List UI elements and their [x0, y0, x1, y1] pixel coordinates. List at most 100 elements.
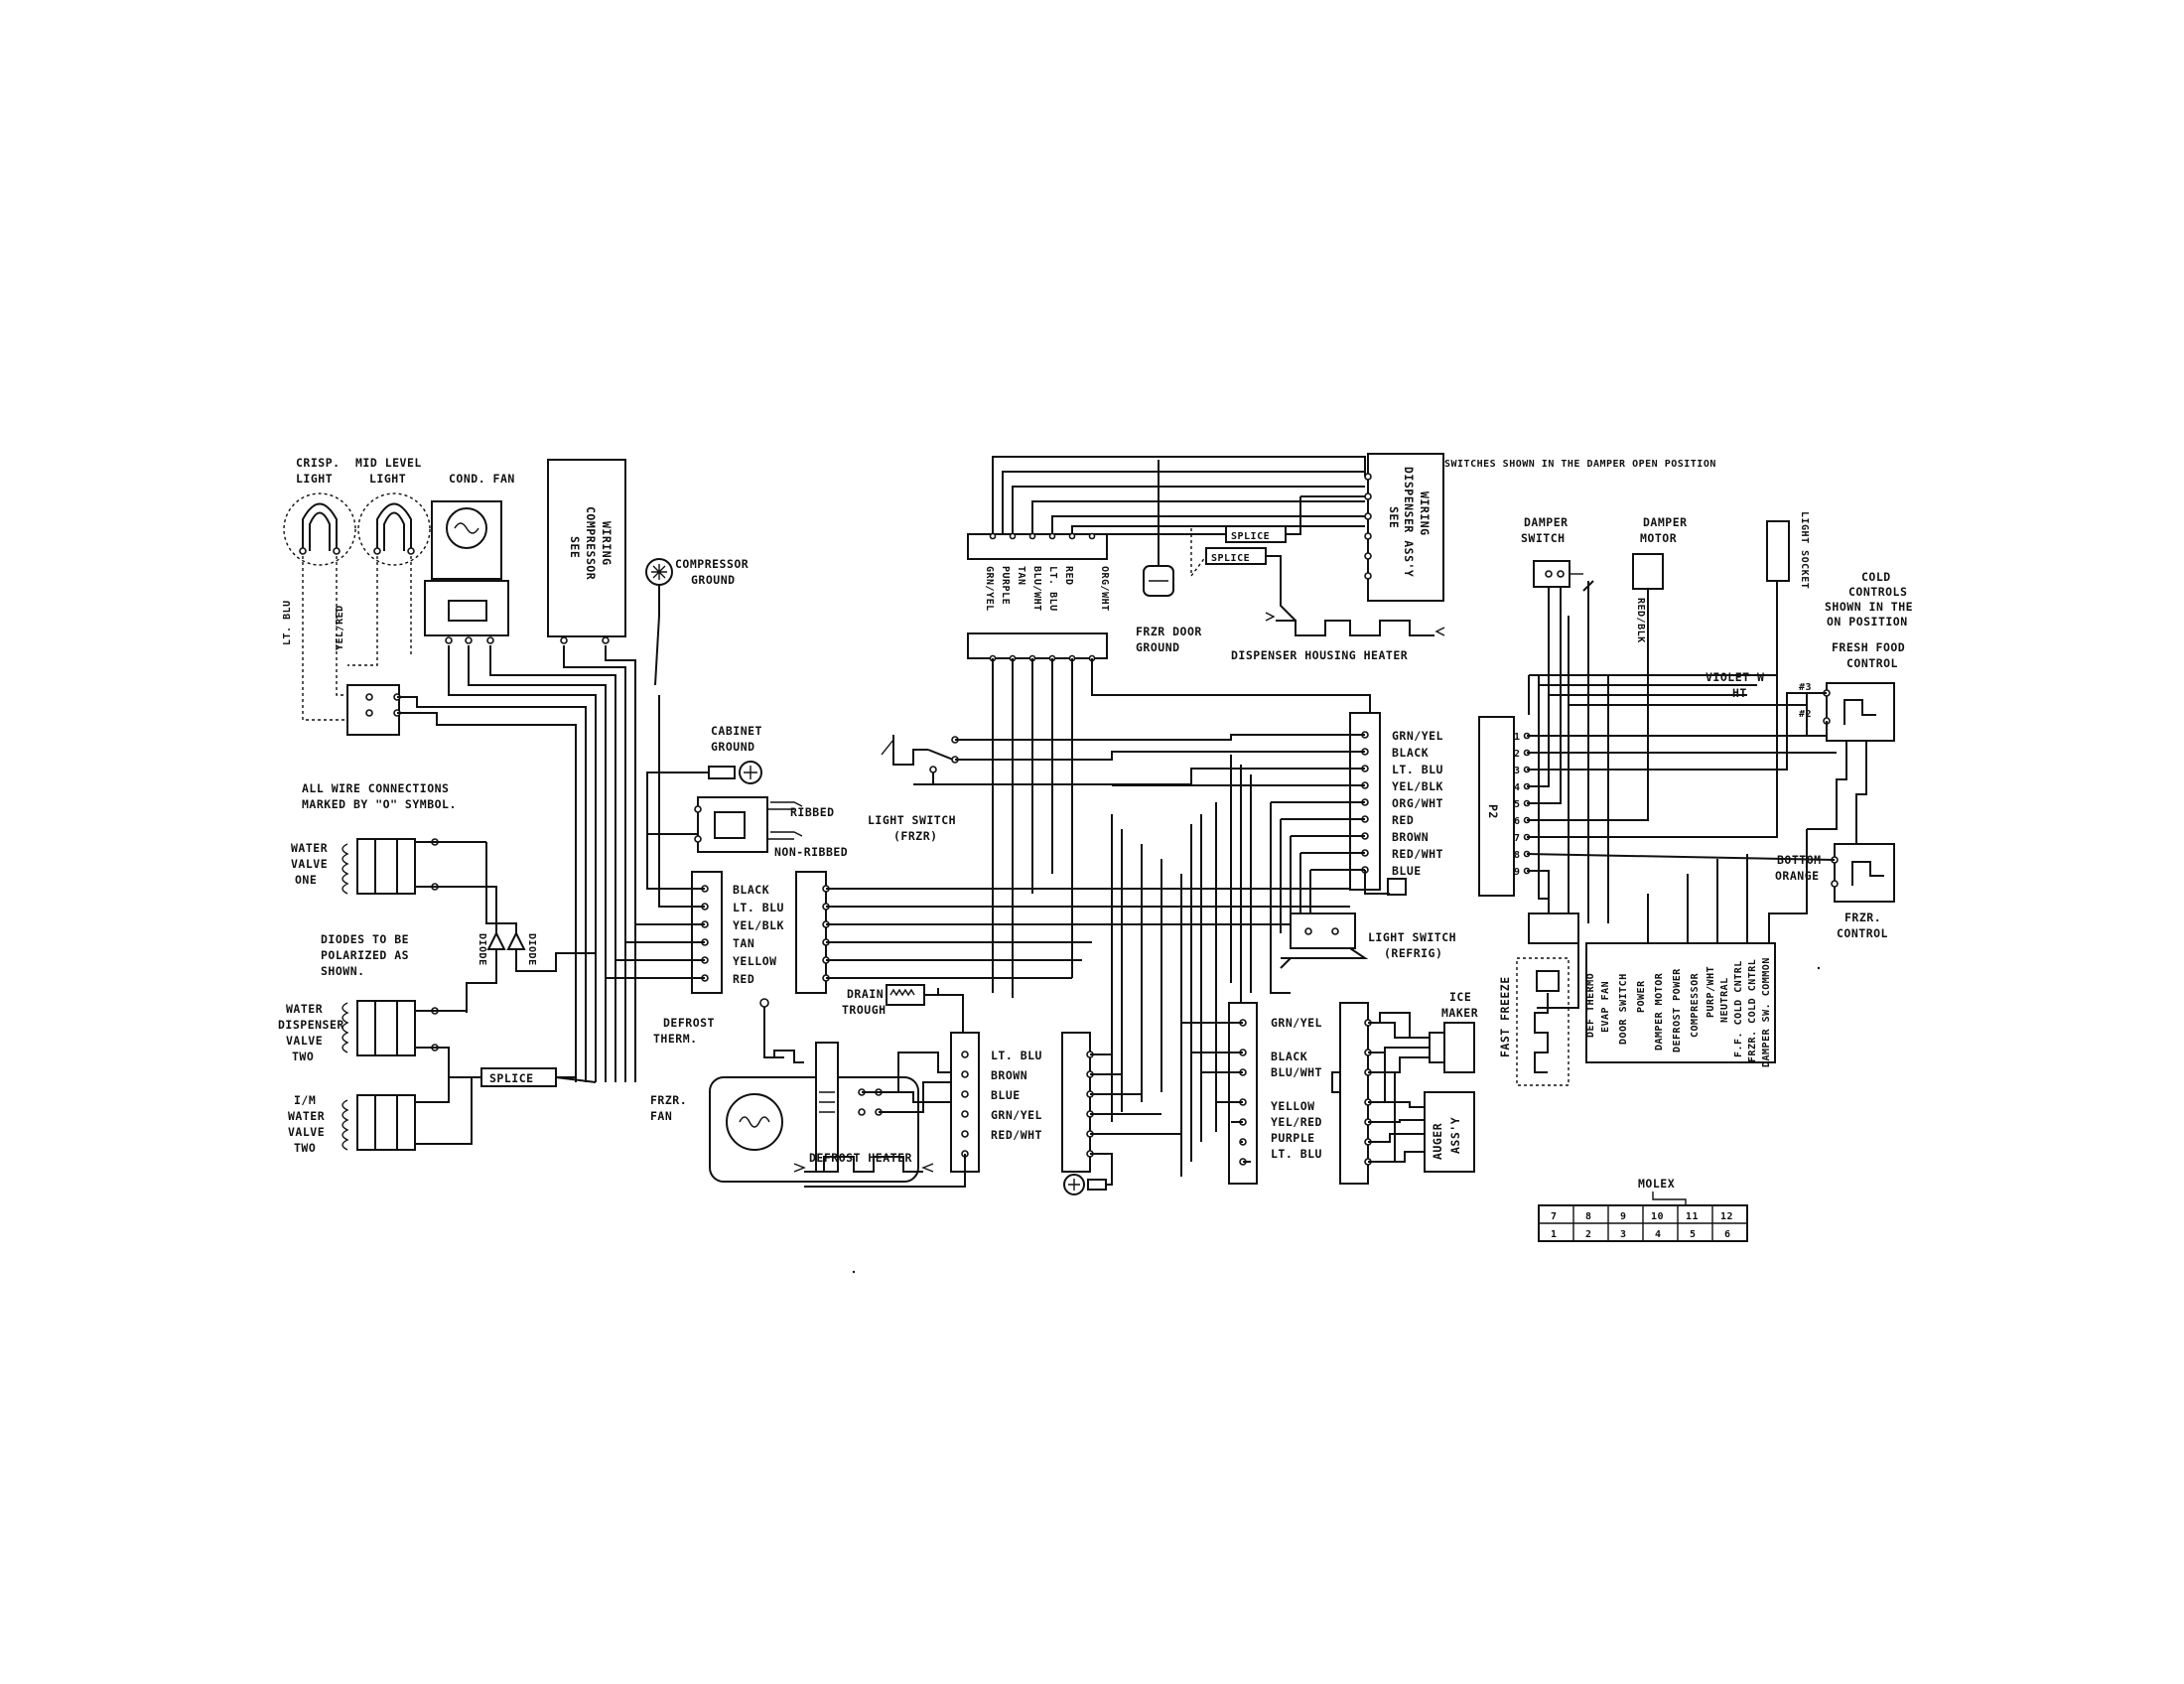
left-harness-plug [691, 871, 723, 994]
dispenser-wiring-box [1367, 453, 1444, 602]
fn-power: POWER [1636, 980, 1647, 1013]
fn-defrost-power: DEFROST POWER [1672, 968, 1683, 1052]
disp-purple: PURPLE [1000, 566, 1011, 605]
water-dispenser-valve-two: WATER DISPENSER VALVE TWO [278, 1000, 467, 1077]
p2-connector [1478, 716, 1515, 897]
fresh-food-control-2: CONTROL [1846, 656, 1898, 670]
main-org-wht: ORG/WHT [1392, 796, 1443, 810]
molex-top-1: 7 [1551, 1211, 1558, 1222]
water-valve-one-3: ONE [295, 873, 317, 887]
light-switch-refrig-1: LIGHT SWITCH [1368, 930, 1456, 944]
main-red: RED [1392, 813, 1414, 827]
splice-left-label: SPLICE [489, 1071, 534, 1085]
dispenser-housing-heater: DISPENSER HOUSING HEATER [1231, 612, 1445, 662]
diodes-note-2: POLARIZED AS [321, 948, 409, 962]
ff-term-2: #2 [1799, 709, 1812, 720]
cabinet-ground-label-1: CABINET [711, 724, 762, 738]
p2-function-block [1585, 942, 1776, 1063]
defrost-heater-label: DEFROST HEATER [809, 1151, 912, 1165]
ice-maker-2: MAKER [1441, 1006, 1478, 1020]
left-harness-black: BLACK [733, 883, 769, 897]
frzr-control: BOTTOM ORANGE FRZR. CONTROL [1775, 843, 1895, 940]
p2-pin-9: 9 [1514, 867, 1521, 878]
mid-level-light: MID LEVEL LIGHT [355, 456, 431, 566]
yel-red-wire-label: YEL/RED [335, 605, 345, 650]
left-harness-lt-blu: LT. BLU [733, 901, 784, 914]
p2-pin-3: 3 [1514, 766, 1521, 776]
frz-lt-blu: LT. BLU [991, 1049, 1042, 1062]
frzr-control-2: CONTROL [1837, 926, 1888, 940]
frzr-door-ground: FRZR DOOR GROUND [1136, 460, 1202, 654]
main-red-wht: RED/WHT [1392, 847, 1443, 861]
fast-freeze-label: FAST FREEZE [1498, 976, 1512, 1057]
main-harness-labels: GRN/YEL BLACK LT. BLU YEL/BLK ORG/WHT RE… [1392, 729, 1443, 878]
lt-blu-wire-label: LT. BLU [282, 600, 293, 645]
switches-note: SWITCHES SHOWN IN THE DAMPER OPEN POSITI… [1444, 459, 1716, 470]
ice-purple: PURPLE [1271, 1131, 1315, 1145]
water-valve-one: WATER VALVE ONE [291, 838, 497, 933]
ice-yel-red: YEL/RED [1271, 1115, 1322, 1129]
ice-blu-wht: BLU/WHT [1271, 1065, 1322, 1079]
frzr-control-1: FRZR. [1844, 911, 1881, 924]
violet-wht-1: VIOLET W [1706, 670, 1764, 684]
diodes-note-3: SHOWN. [321, 964, 365, 978]
wdv-4: TWO [292, 1050, 314, 1063]
auger-assy: AUGER ASS'Y [1368, 1052, 1475, 1173]
wire-note-1: ALL WIRE CONNECTIONS [302, 781, 449, 795]
water-valve-one-1: WATER [291, 841, 328, 855]
main-yel-blk: YEL/BLK [1392, 779, 1443, 793]
see-compressor-2: COMPRESSOR [584, 506, 598, 580]
dispenser-upper-plug [967, 533, 1108, 560]
fn-frzr-cold-cntrl: FRZR. COLD CNTRL [1747, 959, 1758, 1062]
compressor-ground-label-2: GROUND [691, 573, 736, 587]
bottom-orange-2: ORANGE [1775, 869, 1820, 883]
compressor-wiring-box [547, 459, 626, 637]
water-valve-one-2: VALVE [291, 857, 328, 871]
frzr-fan-1: FRZR. [650, 1093, 687, 1107]
crisper-light: CRISP. LIGHT [283, 456, 356, 566]
bottom-ground [1063, 1172, 1113, 1195]
ice-yellow: YELLOW [1271, 1099, 1315, 1113]
imv-4: TWO [294, 1141, 316, 1155]
diodes-note-1: DIODES TO BE [321, 932, 409, 946]
left-harness-labels: BLACK LT. BLU YEL/BLK TAN YELLOW RED [733, 883, 784, 986]
p2-pin-1: 1 [1514, 732, 1521, 743]
disp-grn-yel: GRN/YEL [984, 566, 995, 612]
molex-bot-5: 5 [1690, 1229, 1697, 1240]
fn-compressor: COMPRESSOR [1690, 972, 1701, 1038]
fast-freeze: FAST FREEZE [1498, 957, 1570, 1086]
wdv-3: VALVE [286, 1034, 323, 1048]
wire-note-2: MARKED BY "O" SYMBOL. [302, 797, 457, 811]
p2-function-labels: DEF THERMO EVAP FAN DOOR SWITCH POWER DA… [1585, 957, 1772, 1067]
cabinet-ground-label-2: GROUND [711, 740, 755, 754]
ff-term-3: #3 [1799, 682, 1812, 693]
ice-grn-yel: GRN/YEL [1271, 1016, 1322, 1030]
molex-top-6: 12 [1720, 1211, 1733, 1222]
disp-red: RED [1063, 566, 1074, 586]
ice-maker-1: ICE [1449, 990, 1471, 1004]
freezer-harness-mate [1061, 1032, 1091, 1173]
defrost-therm-2: THERM. [653, 1032, 698, 1046]
frz-brown: BROWN [991, 1068, 1027, 1082]
ice-maker: ICE MAKER [1368, 990, 1478, 1073]
light-switch-refrig-2: (REFRIG) [1384, 946, 1442, 960]
main-brown: BROWN [1392, 830, 1429, 844]
ice-harness-mate [1339, 1002, 1369, 1185]
fn-neutral: NEUTRAL [1719, 977, 1730, 1023]
frzr-door-ground-2: GROUND [1136, 640, 1180, 654]
light-switch-frzr-1: LIGHT SWITCH [868, 813, 956, 827]
cold-controls-1: COLD [1861, 570, 1891, 584]
cabinet-ground: CABINET GROUND [646, 724, 762, 784]
frz-red-wht: RED/WHT [991, 1128, 1042, 1142]
frzr-fan-2: FAN [650, 1109, 672, 1123]
main-black: BLACK [1392, 746, 1429, 760]
damper-motor-2: MOTOR [1640, 531, 1677, 545]
crisp-light-label-2: LIGHT [296, 472, 333, 486]
molex-bot-2: 2 [1585, 1229, 1592, 1240]
molex-bot-3: 3 [1620, 1229, 1627, 1240]
frz-blue: BLUE [991, 1088, 1021, 1102]
ribbed-label: RIBBED [790, 805, 835, 819]
left-harness-yellow: YELLOW [733, 954, 777, 968]
frzr-door-ground-1: FRZR DOOR [1136, 625, 1202, 638]
damper-motor-wire: RED/BLK [1635, 598, 1646, 643]
